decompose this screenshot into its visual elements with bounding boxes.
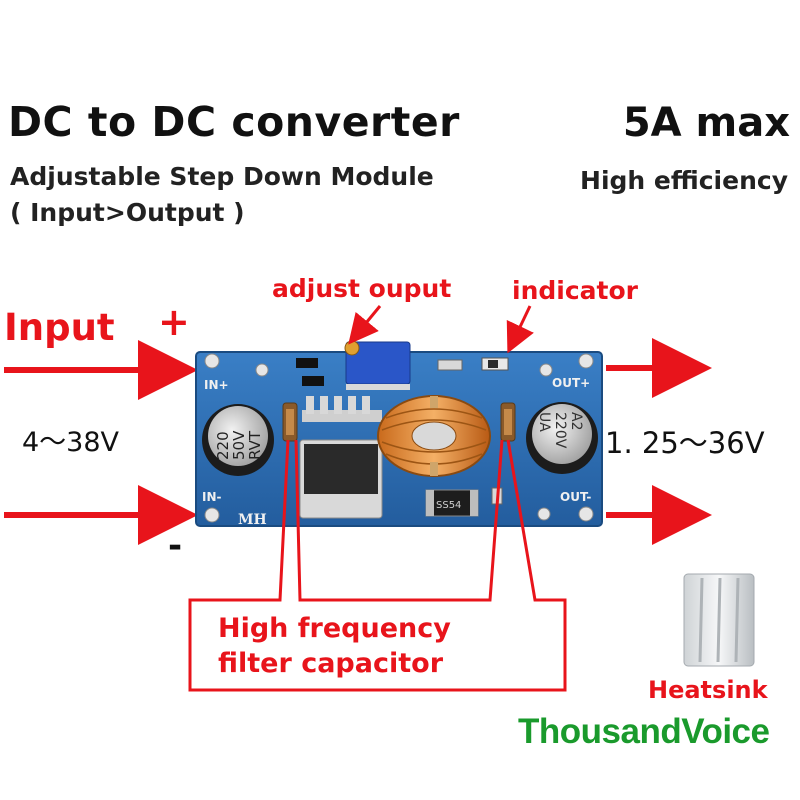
- mh-label: MH: [238, 512, 267, 528]
- filter-capacitor-callout-box: [188, 439, 567, 692]
- indicator-callout: indicator: [512, 276, 638, 305]
- filter-capacitor-left: [282, 402, 298, 442]
- filter-capacitor-right: [500, 402, 516, 442]
- minus-sign: -: [168, 526, 183, 566]
- in-minus-label: IN-: [202, 490, 222, 504]
- input-label: Input: [4, 306, 115, 349]
- cap-right-line3: UA: [536, 412, 552, 432]
- subtitle-line1: Adjustable Step Down Module: [10, 162, 434, 191]
- regulator-ic: [299, 396, 383, 519]
- in-plus-label: IN+: [204, 378, 229, 392]
- plus-sign: +: [158, 300, 190, 344]
- indicator-led: [481, 357, 509, 371]
- page-title: DC to DC converter: [8, 98, 460, 146]
- heatsink-image: [683, 573, 755, 667]
- subtitle-line2: ( Input>Output ): [10, 198, 245, 227]
- diode-label: SS54: [436, 500, 461, 511]
- efficiency-label: High efficiency: [580, 166, 788, 195]
- adjust-callout-arrow: [348, 305, 382, 345]
- inductor-coil: [377, 395, 491, 477]
- cap-left-line3: RVT: [246, 430, 264, 460]
- output-capacitor: A2 220V UA: [526, 402, 598, 474]
- indicator-callout-arrow: [506, 305, 534, 354]
- filter-capacitor-callout-line2: filter capacitor: [218, 648, 444, 679]
- heatsink-label: Heatsink: [648, 676, 768, 704]
- cap-right-line1: A2: [568, 412, 584, 430]
- cap-right-line2: 220V: [552, 412, 568, 449]
- potentiometer: [344, 340, 411, 390]
- cap-left-line1: 220: [214, 431, 232, 460]
- filter-capacitor-callout-line1: High frequency: [218, 613, 451, 644]
- cap-left-line2: 50V: [230, 430, 248, 460]
- output-voltage: 1. 25～36V: [605, 426, 765, 460]
- out-plus-label: OUT+: [552, 376, 590, 390]
- adjust-output-callout: adjust ouput: [272, 274, 452, 303]
- out-minus-label: OUT-: [560, 490, 591, 504]
- max-current-label: 5A max: [622, 100, 790, 146]
- brand-watermark: ThousandVoice: [518, 712, 770, 751]
- schottky-diode: SS54: [425, 489, 479, 517]
- input-capacitor: 220 50V RVT: [202, 404, 274, 476]
- input-voltage: 4～38V: [22, 427, 120, 458]
